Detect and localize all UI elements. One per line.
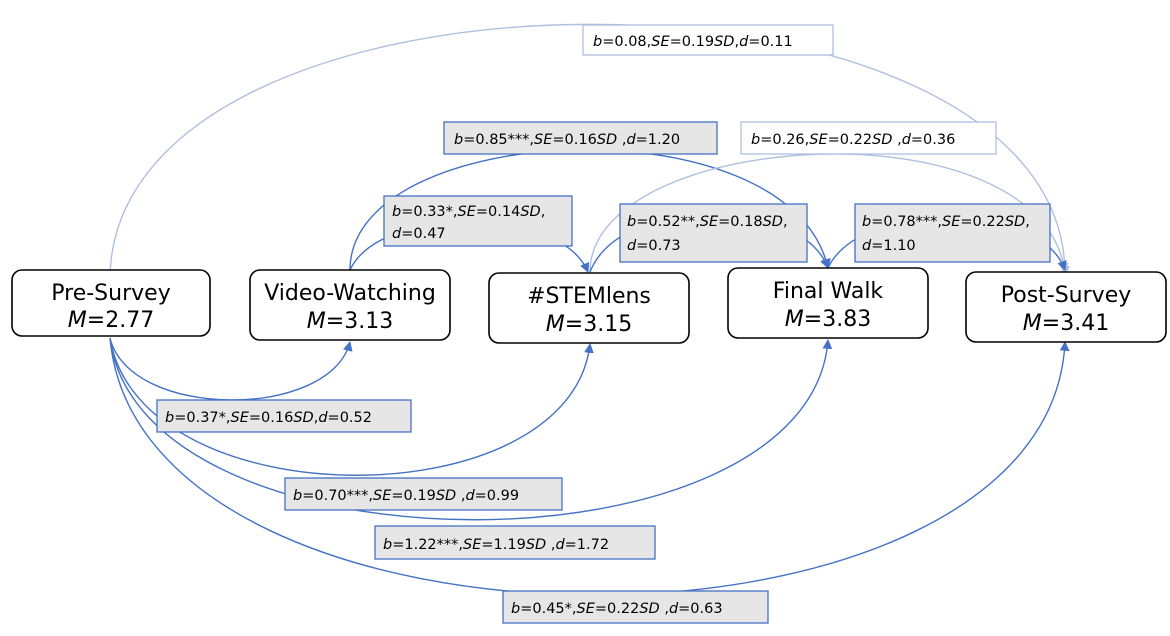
node-mean: M=3.83 [785,307,871,332]
node-mean: M=2.77 [68,308,154,333]
edge-label-stem-final: b=0.52**,SE=0.18SD, d=0.73 [619,203,808,263]
node-name: Video-Watching [264,281,436,306]
svg-text:d=0.47: d=0.47 [392,226,446,242]
svg-text:d=0.73: d=0.73 [627,238,681,254]
edge-label-final-post: b=0.78***,SE=0.22SD, d=1.10 [854,203,1051,263]
edge-pre-video [109,337,353,401]
node-name: Final Walk [773,279,884,304]
node-name: #STEMlens [527,284,651,309]
edge-label-pre-stem: b=0.70***,SE=0.19SD ,d=0.99 [284,477,563,511]
edge-label-video-final: b=0.85***,SE=0.16SD ,d=1.20 [443,121,718,155]
edge-label-pre-post-bottom: b=0.45*,SE=0.22SD ,d=0.63 [502,590,769,624]
edge-label-video-stem: b=0.33*,SE=0.14SD, d=0.47 [383,195,573,247]
svg-text:b=0.08,SE=0.19SD,d=0.11: b=0.08,SE=0.19SD,d=0.11 [593,34,793,50]
svg-text:d=1.10: d=1.10 [862,238,916,254]
node-post-survey: Post-Survey M=3.41 [965,271,1167,343]
svg-text:b=0.33*,SE=0.14SD,: b=0.33*,SE=0.14SD, [392,204,545,220]
svg-text:b=0.70***,SE=0.19SD ,d=0.99: b=0.70***,SE=0.19SD ,d=0.99 [293,488,519,504]
svg-text:b=1.22***,SE=1.19SD ,d=1.72: b=1.22***,SE=1.19SD ,d=1.72 [383,537,609,553]
svg-text:b=0.45*,SE=0.22SD ,d=0.63: b=0.45*,SE=0.22SD ,d=0.63 [511,601,723,617]
node-video-watching: Video-Watching M=3.13 [249,269,451,341]
svg-text:b=0.37*,SE=0.16SD,d=0.52: b=0.37*,SE=0.16SD,d=0.52 [165,410,372,426]
node-stemlens: #STEMlens M=3.15 [488,272,690,344]
node-name: Post-Survey [1001,283,1132,308]
edge-label-pre-video: b=0.37*,SE=0.16SD,d=0.52 [156,399,412,433]
svg-text:b=0.52**,SE=0.18SD,: b=0.52**,SE=0.18SD, [627,214,788,230]
edge-label-pre-final: b=1.22***,SE=1.19SD ,d=1.72 [374,525,656,560]
svg-text:b=0.26,SE=0.22SD ,d=0.36: b=0.26,SE=0.22SD ,d=0.36 [751,132,955,148]
node-mean: M=3.13 [307,309,393,334]
node-mean: M=3.41 [1023,311,1109,336]
node-mean: M=3.15 [546,312,632,337]
node-pre-survey: Pre-Survey M=2.77 [11,269,211,337]
edge-label-stem-post: b=0.26,SE=0.22SD ,d=0.36 [740,121,997,155]
svg-text:b=0.78***,SE=0.22SD,: b=0.78***,SE=0.22SD, [862,214,1030,230]
svg-text:b=0.85***,SE=0.16SD ,d=1.20: b=0.85***,SE=0.16SD ,d=1.20 [454,132,680,148]
node-name: Pre-Survey [51,281,170,306]
node-final-walk: Final Walk M=3.83 [727,267,929,339]
edge-pre-stem [109,337,594,476]
edge-label-pre-post-top: b=0.08,SE=0.19SD,d=0.11 [582,24,834,56]
